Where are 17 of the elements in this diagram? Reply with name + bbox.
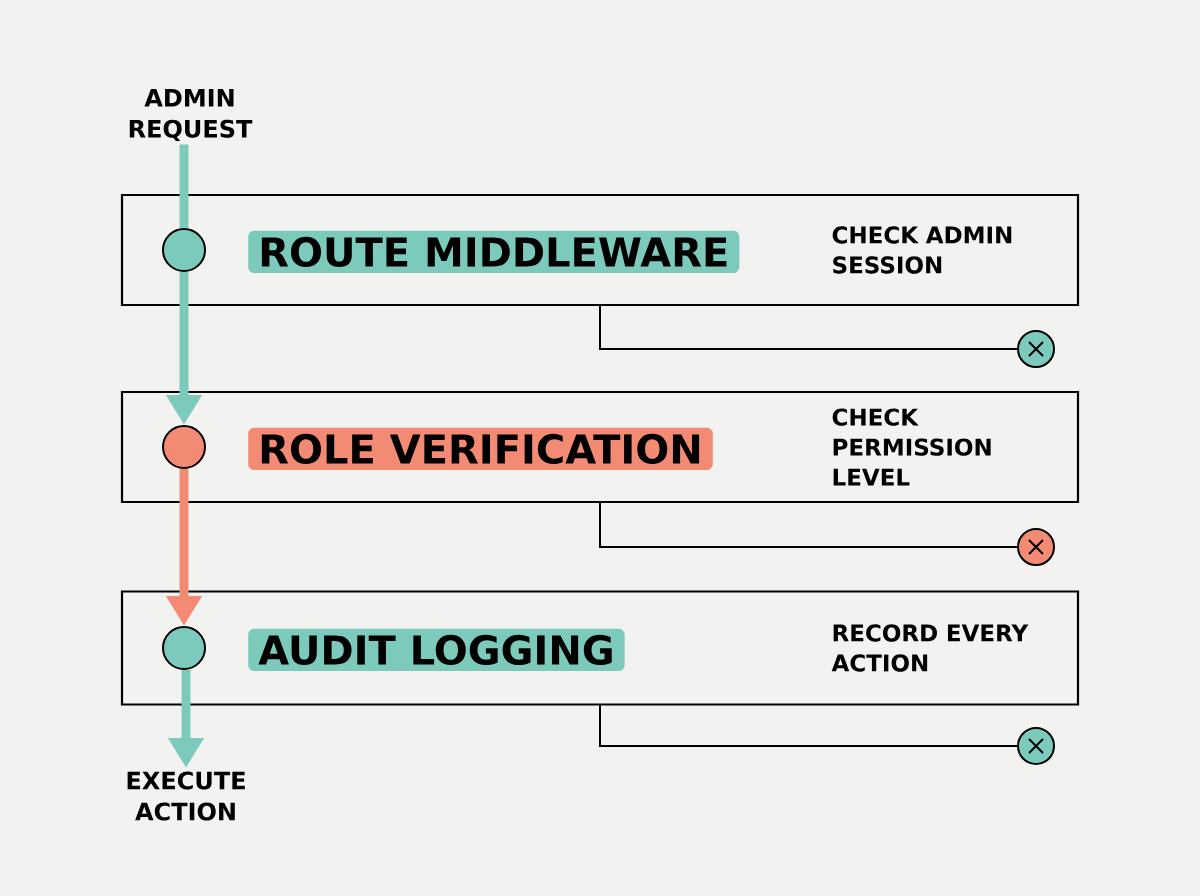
step-dot	[162, 228, 206, 272]
reject-icon	[1017, 528, 1055, 566]
reject-line	[599, 502, 1018, 548]
flow-label: EXECUTE ACTION	[127, 771, 245, 821]
flow-label: ADMIN REQUEST	[129, 89, 253, 141]
step-description: RECORD EVERY ACTION	[831, 624, 1029, 672]
reject-icon	[1017, 330, 1055, 368]
step-title: ROLE VERIFICATION	[248, 427, 713, 471]
step-title: AUDIT LOGGING	[248, 628, 625, 672]
step-title: ROUTE MIDDLEWARE	[248, 230, 740, 274]
reject-icon	[1017, 727, 1055, 765]
step-description: CHECK ADMIN SESSION	[832, 226, 1012, 274]
reject-line	[599, 305, 1018, 350]
reject-line	[599, 704, 1018, 747]
step-dot	[162, 626, 206, 670]
step-dot	[162, 425, 206, 469]
step-description: CHECK PERMISSION LEVEL	[832, 408, 991, 486]
